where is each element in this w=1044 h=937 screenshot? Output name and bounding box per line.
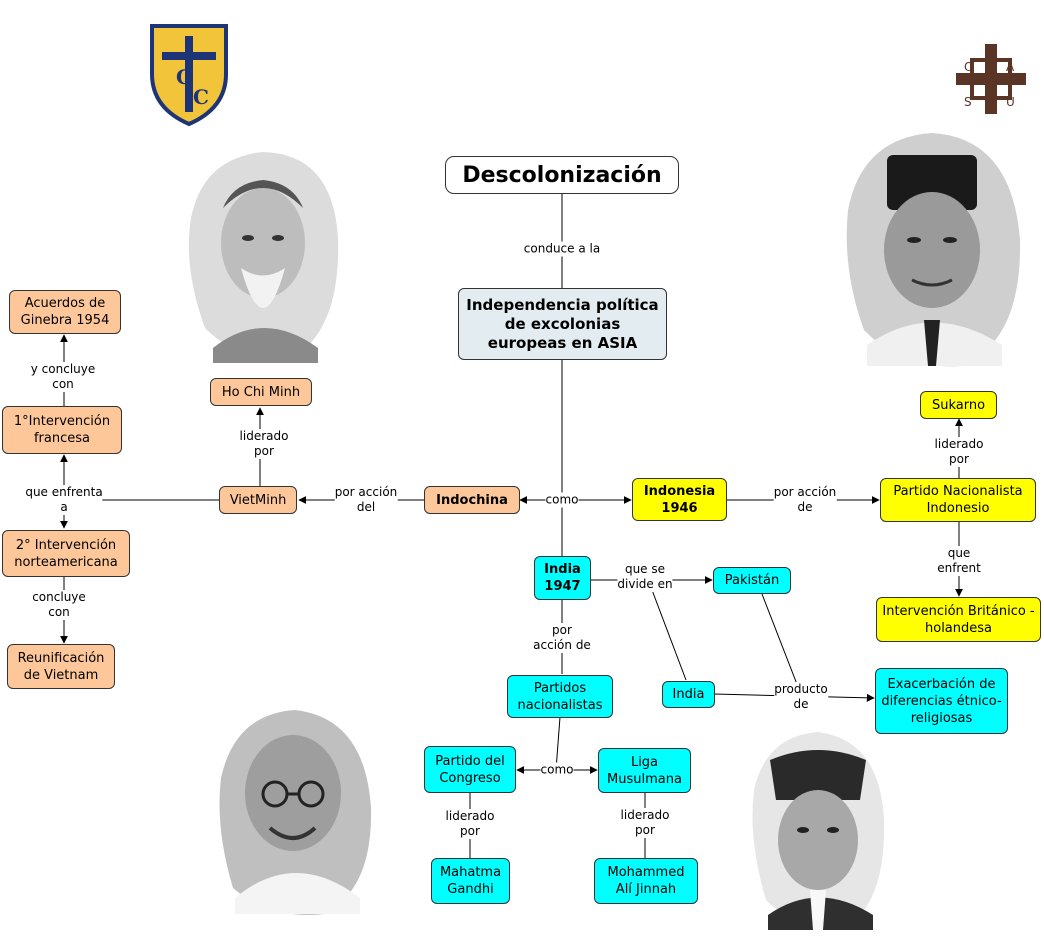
label-conduce-a-la: conduce a la [524,242,600,257]
node-exacerbacion-diferencias: Exacerbación de diferencias étnico-relig… [875,668,1008,734]
oasu-logo: O A S U [956,44,1026,114]
logo-letter-a: A [1006,60,1015,74]
label-como: como [546,493,579,508]
node-vietminh: VietMinh [219,486,297,514]
node-india-1947: India 1947 [534,556,591,600]
label-por-accion-de-indonesia: por acción de [774,485,837,515]
label-liderado-por-hcm: liderado por [240,429,289,459]
jinnah-portrait [748,730,888,930]
ho-chi-minh-portrait [183,148,343,363]
label-liderado-por-sukarno: liderado por [935,437,984,467]
node-liga-musulmana: Liga Musulmana [598,748,691,793]
logo-letter-o: O [964,60,973,74]
node-reunificacion-vietnam: Reunificación de Vietnam [7,644,115,689]
node-acuerdos-ginebra: Acuerdos de Ginebra 1954 [9,290,121,334]
label-liderado-por-jinnah: liderado por [621,808,670,838]
title-node: Descolonización [445,156,679,194]
school-shield-logo: C C [148,22,230,128]
node-2-intervencion-norteamericana: 2° Intervención norteamericana [2,530,130,577]
label-que-enfrent: que enfrent [937,546,981,576]
logo-letter-c2: C [193,85,209,109]
node-mahatma-gandhi: Mahatma Gandhi [431,858,510,904]
node-partido-nacionalista-indonesio: Partido Nacionalista Indonesio [880,478,1036,522]
label-que-enfrenta-a: que enfrenta a [25,485,102,515]
node-partido-del-congreso: Partido del Congreso [424,746,516,793]
logo-letter-c1: C [176,65,192,89]
node-1-intervencion-francesa: 1°Intervención francesa [2,406,122,454]
label-que-se-divide-en: que se divide en [617,562,672,592]
node-mohammed-ali-jinnah: Mohammed Alí Jinnah [594,858,698,904]
node-india: India [662,681,715,708]
label-liderado-por-gandhi: liderado por [446,809,495,839]
label-por-accion-del: por acción del [335,485,398,515]
node-sukarno: Sukarno [920,391,997,419]
logo-letter-s: S [964,95,972,109]
logo-letter-u: U [1006,95,1015,109]
node-ho-chi-minh: Ho Chi Minh [210,378,312,406]
label-concluye-con: concluye con [32,590,86,620]
node-independencia: Independencia política de excolonias eur… [458,288,667,360]
gandhi-portrait [215,708,375,918]
link-pakistan-producto [762,594,800,692]
label-producto-de: producto de [774,682,828,712]
label-y-concluye-con: y concluye con [31,362,95,392]
label-por-accion-de-india: por acción de [533,623,591,653]
link-divide-india [652,590,686,680]
label-como-partidos: como [541,763,574,778]
node-intervencion-britanico-holandesa: Intervención Británico - holandesa [876,597,1041,642]
sukarno-portrait [842,130,1024,370]
node-indochina: Indochina [424,486,520,514]
node-partidos-nacionalistas: Partidos nacionalistas [507,675,613,718]
node-indonesia-1946: Indonesia 1946 [632,478,727,521]
node-pakistan: Pakistán [713,567,791,594]
